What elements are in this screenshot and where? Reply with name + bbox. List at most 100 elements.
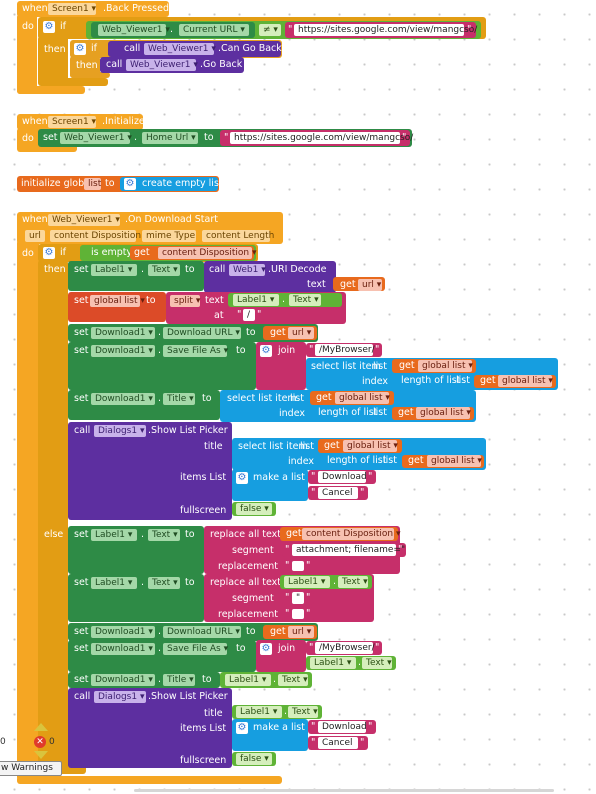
- component-dropdown-download1[interactable]: Download1 ▾: [91, 674, 155, 686]
- component-dropdown-web-viewer1[interactable]: Web_Viewer1 ▾: [144, 43, 216, 55]
- string-download[interactable]: Download: [318, 471, 367, 483]
- property-dropdown-text[interactable]: Text ▾: [288, 706, 318, 718]
- replace-all-text-label: replace all text: [210, 577, 281, 588]
- property-dropdown-text[interactable]: Text ▾: [148, 577, 180, 589]
- variable-dropdown-global-list[interactable]: global list ▾: [335, 392, 390, 404]
- string-cancel[interactable]: Cancel: [318, 487, 358, 499]
- split-dropdown[interactable]: split ▾: [170, 295, 200, 307]
- variable-dropdown-url[interactable]: url ▾: [288, 626, 314, 638]
- show-warnings-button[interactable]: w Warnings: [0, 761, 62, 776]
- property-dropdown-home-url[interactable]: Home Url ▾: [142, 132, 198, 144]
- component-dropdown-label1[interactable]: Label1 ▾: [225, 674, 271, 686]
- component-dropdown-web-viewer1[interactable]: Web_Viewer1 ▾: [98, 24, 170, 36]
- string-empty[interactable]: [292, 561, 304, 571]
- horizontal-scrollbar[interactable]: [134, 789, 554, 792]
- component-dropdown-download1[interactable]: Download1 ▾: [91, 327, 155, 339]
- mutator-gear-icon[interactable]: ⚙: [43, 247, 55, 259]
- component-dropdown-download1[interactable]: Download1 ▾: [91, 643, 155, 655]
- component-dropdown-web1[interactable]: Web1 ▾: [229, 264, 266, 276]
- string-empty[interactable]: [292, 609, 304, 619]
- component-dropdown-download1[interactable]: Download1 ▾: [91, 345, 155, 357]
- property-dropdown-text[interactable]: Text ▾: [148, 264, 180, 276]
- variable-dropdown-global-list[interactable]: global list ▾: [343, 440, 398, 452]
- component-dropdown-dialogs1[interactable]: Dialogs1 ▾: [94, 425, 146, 437]
- variable-dropdown-global-list[interactable]: global list ▾: [427, 455, 482, 467]
- property-dropdown-title[interactable]: Title ▾: [163, 674, 195, 686]
- variable-dropdown-global-list[interactable]: global list ▾: [416, 407, 471, 419]
- quote-open: ": [285, 608, 290, 619]
- boolean-dropdown-false[interactable]: false ▾: [236, 753, 272, 765]
- string-cancel[interactable]: Cancel: [318, 737, 358, 749]
- string-my-browser[interactable]: /MyBrowser/: [315, 642, 375, 654]
- component-dropdown-label1[interactable]: Label1 ▾: [310, 657, 356, 669]
- variable-dropdown-content-disposition[interactable]: content Disposition ▾: [302, 528, 401, 540]
- property-dropdown-download-url[interactable]: Download URL ▾: [163, 327, 241, 339]
- property-dropdown-download-url[interactable]: Download URL ▾: [163, 626, 241, 638]
- string-download[interactable]: Download: [318, 721, 367, 733]
- component-dropdown-label1[interactable]: Label1 ▾: [236, 706, 282, 718]
- property-dropdown-text[interactable]: Text ▾: [362, 657, 392, 669]
- quote-open: ": [288, 24, 293, 35]
- component-dropdown-screen1[interactable]: Screen1 ▾: [48, 116, 96, 128]
- param-mime-type[interactable]: mime Type: [142, 230, 196, 242]
- event-name-initialize: .Initialize: [102, 116, 145, 127]
- component-dropdown-web-viewer1[interactable]: Web_Viewer1 ▾: [48, 214, 120, 226]
- param-content-disposition[interactable]: content Disposition: [50, 230, 141, 242]
- string-site-url[interactable]: https://sites.google.com/view/mangcso/: [230, 132, 413, 144]
- component-dropdown-download1[interactable]: Download1 ▾: [91, 626, 155, 638]
- component-dropdown-dialogs1[interactable]: Dialogs1 ▾: [94, 691, 146, 703]
- string-site-url[interactable]: https://sites.google.com/view/mangcso/: [294, 24, 477, 36]
- call-uri-decode[interactable]: [204, 261, 336, 293]
- property-dropdown-title[interactable]: Title ▾: [163, 393, 195, 405]
- property-dropdown-text[interactable]: Text ▾: [289, 294, 321, 306]
- operator-dropdown-neq[interactable]: ≠ ▾: [259, 24, 281, 36]
- property-dropdown-save-file-as[interactable]: Save File As ▾: [163, 643, 228, 655]
- warnings-up-arrow-icon[interactable]: [34, 723, 48, 731]
- variable-name-list[interactable]: list: [84, 178, 101, 190]
- variable-dropdown-global-list[interactable]: global list ▾: [498, 375, 553, 387]
- create-empty-list-block[interactable]: [120, 177, 218, 191]
- warnings-down-arrow-icon[interactable]: [34, 751, 48, 759]
- string-quote-char[interactable]: ": [292, 592, 304, 604]
- mutator-gear-icon[interactable]: ⚙: [260, 345, 272, 357]
- property-dropdown-text[interactable]: Text ▾: [148, 529, 180, 541]
- variable-dropdown-global-list[interactable]: global list ▾: [90, 295, 145, 307]
- component-dropdown-web-viewer1[interactable]: Web_Viewer1 ▾: [60, 132, 132, 144]
- property-dropdown-text[interactable]: Text ▾: [338, 576, 368, 588]
- string-my-browser[interactable]: /MyBrowser/: [315, 344, 375, 356]
- property-dropdown-save-file-as[interactable]: Save File As ▾: [163, 345, 228, 357]
- to-label: to: [202, 393, 212, 404]
- component-dropdown-label1[interactable]: Label1 ▾: [91, 264, 137, 276]
- at-label: at: [214, 310, 224, 321]
- param-url[interactable]: url: [25, 230, 45, 242]
- param-content-length[interactable]: content Length: [202, 230, 274, 242]
- component-dropdown-web-viewer1[interactable]: Web_Viewer1 ▾: [126, 59, 198, 71]
- component-dropdown-download1[interactable]: Download1 ▾: [91, 393, 155, 405]
- mutator-gear-icon[interactable]: ⚙: [236, 472, 248, 484]
- mutator-gear-icon[interactable]: ⚙: [236, 722, 248, 734]
- string-attachment-filename[interactable]: attachment; filename=": [292, 544, 405, 556]
- variable-dropdown-global-list[interactable]: global list ▾: [418, 360, 473, 372]
- component-dropdown-screen1[interactable]: Screen1 ▾: [48, 3, 96, 15]
- variable-dropdown-content-disposition[interactable]: content Disposition ▾: [158, 247, 257, 259]
- component-dropdown-label1[interactable]: Label1 ▾: [233, 294, 279, 306]
- mutator-gear-icon[interactable]: ⚙: [124, 178, 136, 190]
- mutator-gear-icon[interactable]: ⚙: [43, 21, 55, 33]
- property-dropdown-current-url[interactable]: Current URL ▾: [179, 24, 249, 36]
- component-dropdown-label1[interactable]: Label1 ▾: [91, 529, 137, 541]
- mutator-gear-icon[interactable]: ⚙: [260, 643, 272, 655]
- call-show-list-picker[interactable]: [68, 422, 232, 520]
- component-dropdown-label1[interactable]: Label1 ▾: [91, 577, 137, 589]
- create-empty-list-label: create empty list: [142, 178, 223, 189]
- mutator-gear-icon[interactable]: ⚙: [74, 43, 86, 55]
- variable-dropdown-url[interactable]: url ▾: [358, 279, 382, 291]
- else-label: else: [44, 529, 64, 540]
- string-slash[interactable]: /: [243, 309, 255, 321]
- property-dropdown-text[interactable]: Text ▾: [278, 674, 308, 686]
- error-icon[interactable]: ✕: [34, 736, 46, 748]
- boolean-dropdown-false[interactable]: false ▾: [236, 503, 272, 515]
- variable-dropdown-url[interactable]: url ▾: [288, 327, 314, 339]
- quote-close: ": [257, 309, 262, 320]
- component-dropdown-label1[interactable]: Label1 ▾: [284, 576, 330, 588]
- dot-label: .: [141, 529, 145, 540]
